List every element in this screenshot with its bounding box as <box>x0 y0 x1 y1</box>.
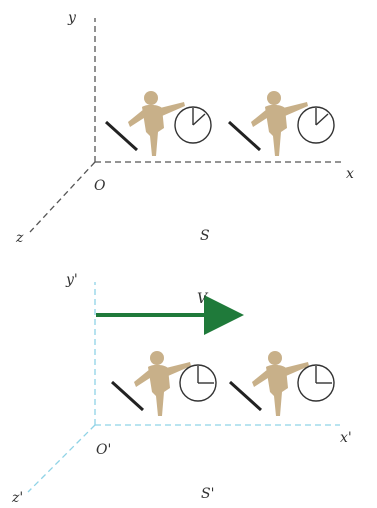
frame-s-prime-x-label: x' <box>340 430 352 446</box>
observer-figure <box>110 349 193 418</box>
frame-s-prime: V y' x' z' O' S' <box>11 272 352 506</box>
observer-figure <box>227 89 310 158</box>
observer-figure <box>228 349 311 418</box>
frame-s-prime-origin-label: O' <box>96 442 111 458</box>
frame-s-prime-z-label: z' <box>11 490 23 506</box>
frame-s-prime-label: S' <box>201 486 214 502</box>
frame-s-prime-y-label: y' <box>65 272 78 288</box>
clock-icon <box>174 106 212 144</box>
frame-s-y-label: y <box>67 10 77 26</box>
frame-s: y x z O S <box>15 10 354 246</box>
frame-s-prime-z-axis <box>27 424 96 493</box>
frame-s-axes <box>29 18 342 233</box>
frame-s-x-label: x <box>346 166 354 182</box>
clock-icon <box>297 106 335 144</box>
observer-figure <box>104 89 187 158</box>
frame-s-prime-axes <box>27 282 340 493</box>
frame-s-z-axis <box>29 161 96 233</box>
frame-s-label: S <box>200 228 210 244</box>
frame-s-z-label: z <box>15 230 24 246</box>
clock-icon <box>297 364 335 402</box>
velocity-label: V <box>197 291 209 307</box>
clock-icon <box>179 364 217 402</box>
frame-s-origin-label: O <box>94 178 106 194</box>
